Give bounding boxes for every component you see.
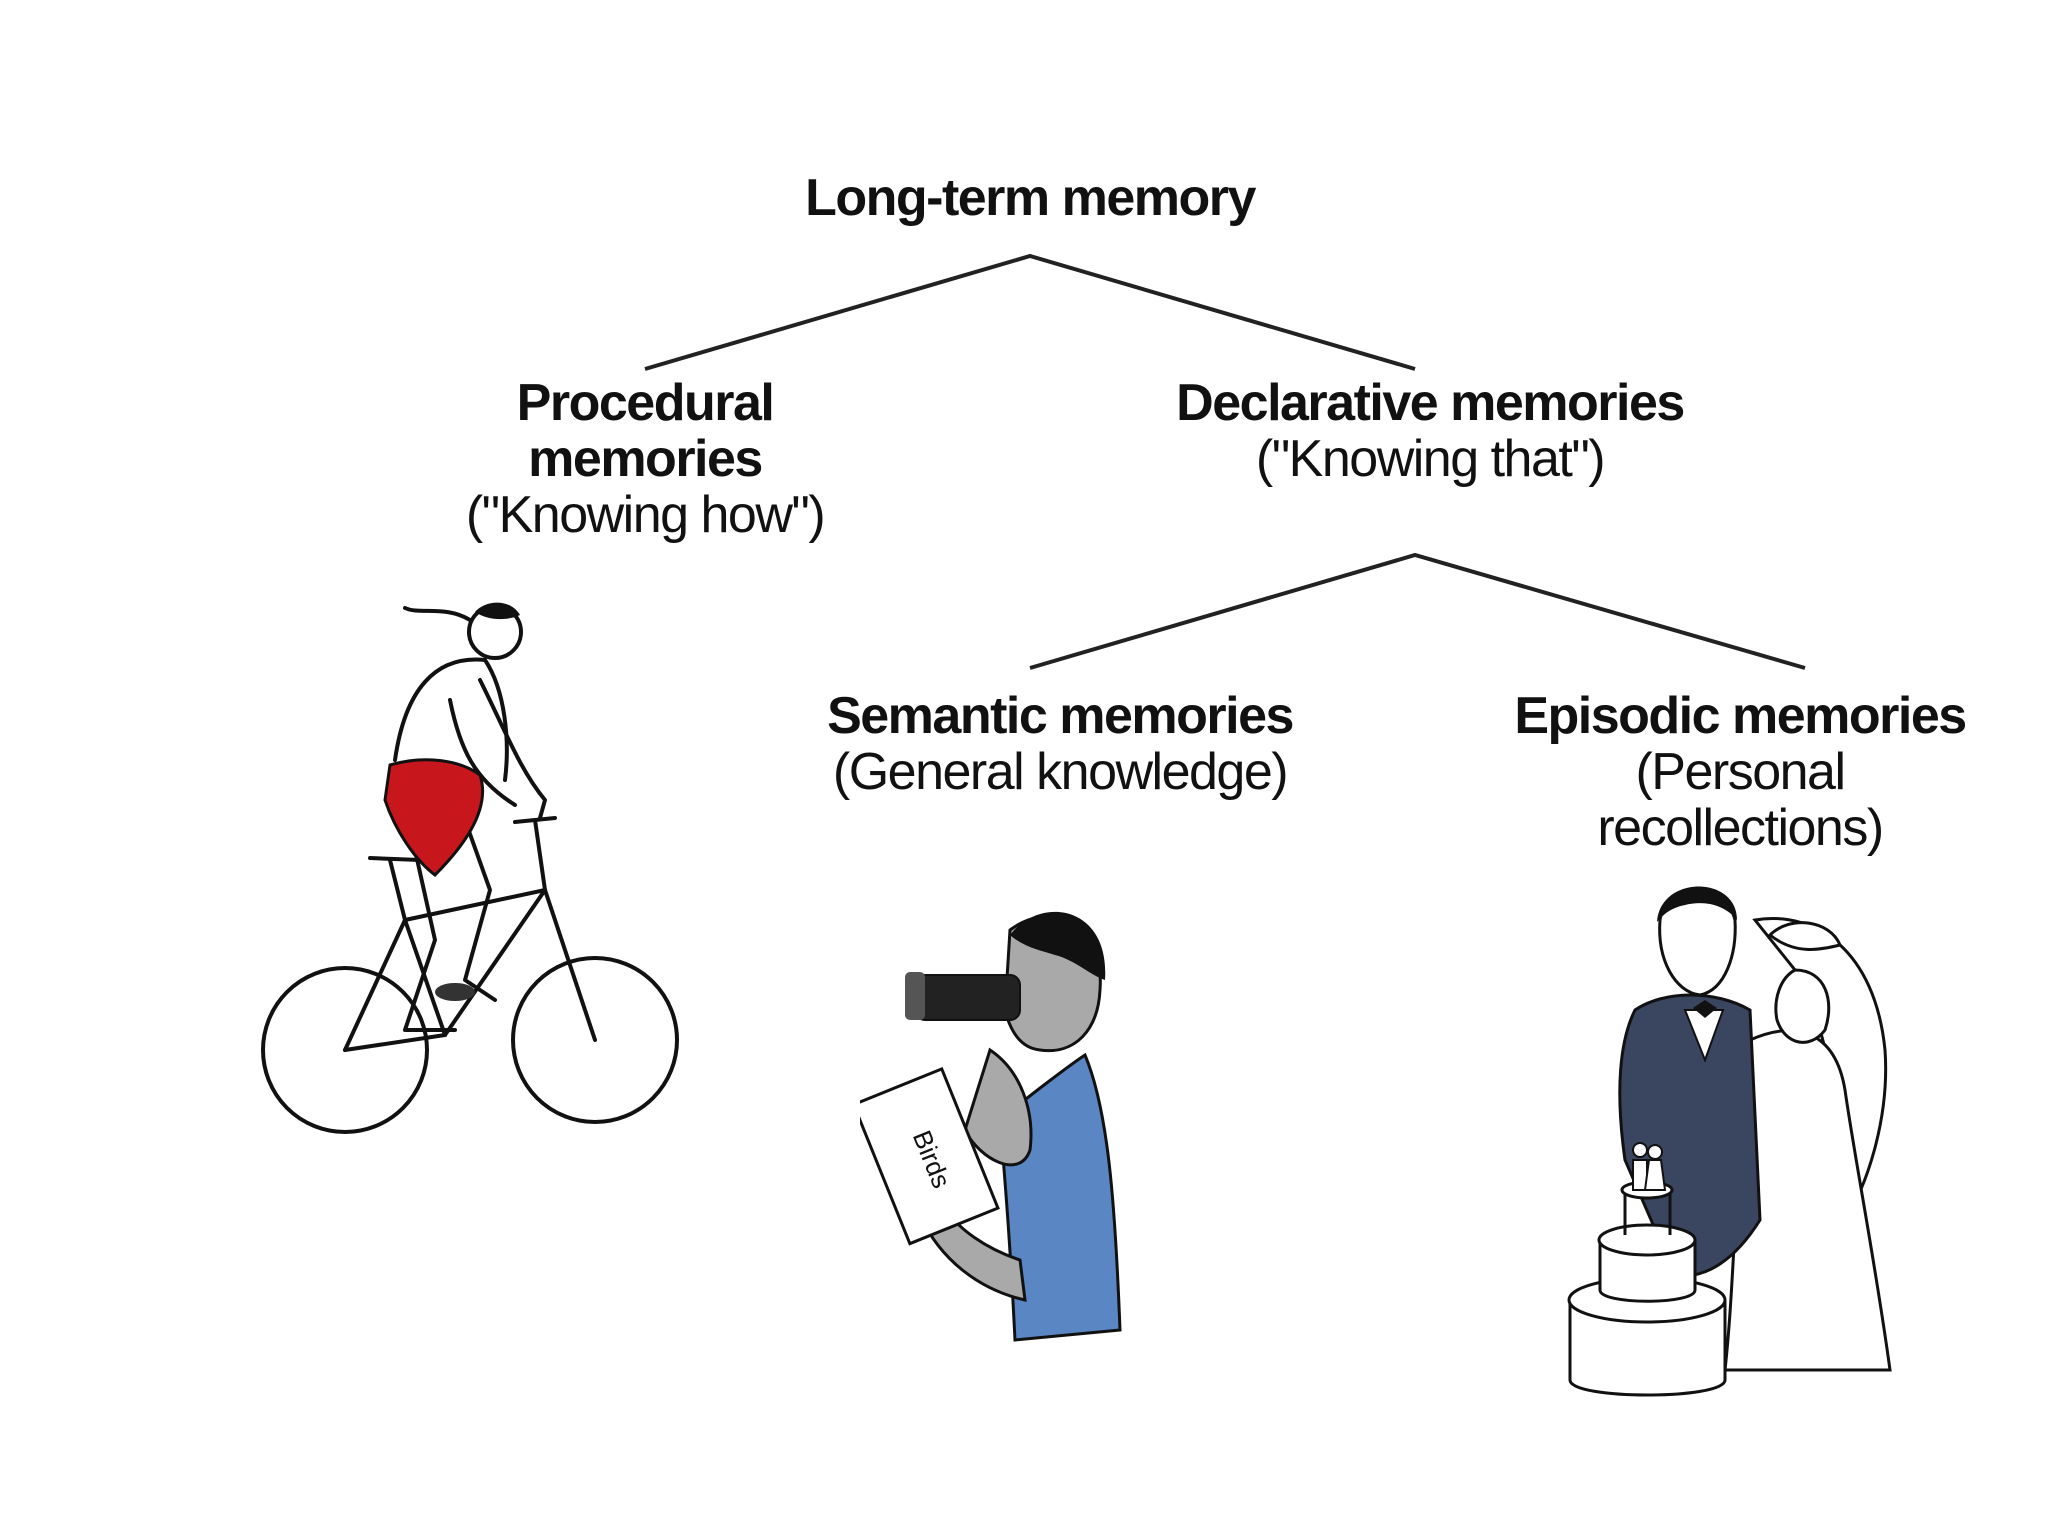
procedural-sub: ("Knowing how") xyxy=(465,486,826,545)
episodic-label: Episodic memories xyxy=(1514,687,1967,745)
episodic-sub-line2: recollections) xyxy=(1597,799,1884,858)
node-long-term-memory: Long-term memory xyxy=(760,170,1300,226)
long-term-memory-label: Long-term memory xyxy=(805,169,1256,227)
declarative-sub: ("Knowing that") xyxy=(1255,430,1606,489)
groom-hair xyxy=(1657,886,1737,922)
semantic-label: Semantic memories xyxy=(827,687,1294,745)
bird-book: Birds xyxy=(860,1067,1000,1246)
node-semantic-memories: Semantic memories (General knowledge) xyxy=(800,688,1320,800)
cyclist-hair xyxy=(475,602,520,620)
node-episodic-memories: Episodic memories (Personal recollection… xyxy=(1500,687,1980,858)
semantic-sub: (General knowledge) xyxy=(832,743,1289,802)
declarative-label: Declarative memories xyxy=(1176,374,1685,432)
wedding-couple-icon xyxy=(1567,886,1892,1397)
connector-declarative-to-children xyxy=(1029,552,1806,670)
cyclist-shorts xyxy=(383,758,485,877)
birdwatcher-hair xyxy=(1010,911,1106,980)
procedural-label-line1: Procedural xyxy=(516,374,775,432)
connector-root-to-children xyxy=(644,253,1416,371)
node-procedural-memories: Procedural memories ("Knowing how") xyxy=(420,374,870,545)
cyclist-icon xyxy=(261,602,679,1134)
birdwatcher-icon: Birds xyxy=(860,911,1122,1342)
node-declarative-memories: Declarative memories ("Knowing that") xyxy=(1150,375,1710,487)
procedural-label-line2: memories xyxy=(528,430,763,489)
wedding-cake xyxy=(1567,1180,1727,1397)
episodic-sub-line1: (Personal xyxy=(1635,743,1846,802)
